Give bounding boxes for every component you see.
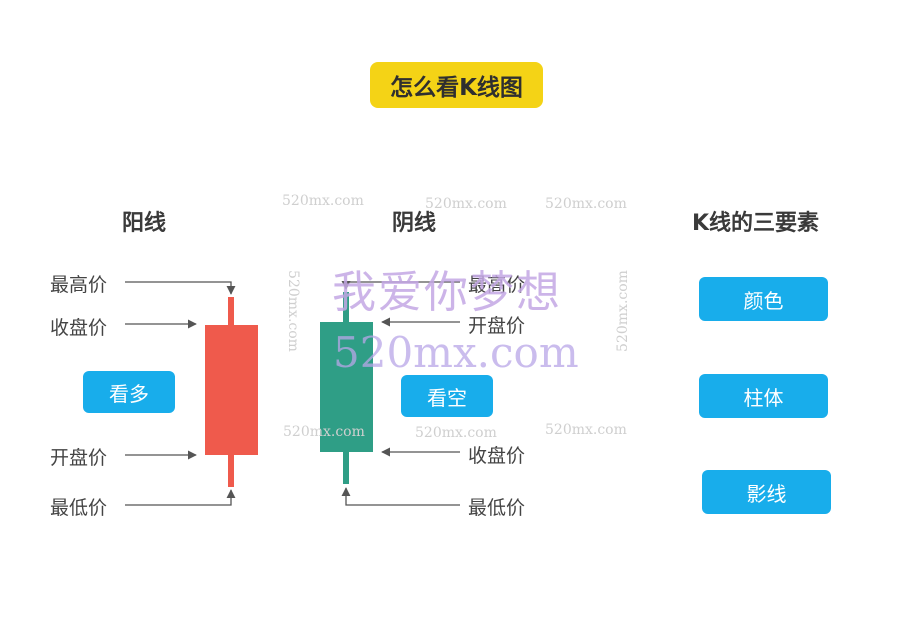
yin-upper-shadow xyxy=(343,292,349,324)
elements-heading: K线的三要素 xyxy=(692,211,820,236)
yang-close-label: 收盘价 xyxy=(50,317,108,339)
bullish-badge: 看多 xyxy=(83,371,175,413)
yang-low-label: 最低价 xyxy=(50,497,108,519)
element-shadow: 影线 xyxy=(702,470,831,514)
yang-body xyxy=(205,325,258,455)
watermark-big-url: 520mx.com xyxy=(333,328,579,377)
yang-low-arrow xyxy=(125,489,236,506)
yang-heading: 阳线 xyxy=(122,211,167,236)
yin-lower-shadow xyxy=(343,450,349,484)
watermark-vertical: 520mx.com xyxy=(614,270,631,352)
watermark-small: 520mx.com xyxy=(415,425,497,441)
yang-candle xyxy=(205,297,258,487)
yang-lower-shadow xyxy=(228,453,234,487)
yang-high-arrow xyxy=(125,281,236,295)
bearish-badge: 看空 xyxy=(401,375,493,417)
watermark-small: 520mx.com xyxy=(282,193,364,209)
yin-low-arrow xyxy=(341,487,460,506)
yang-upper-shadow xyxy=(228,297,234,327)
yin-high-arrow xyxy=(341,280,460,290)
watermark-small: 520mx.com xyxy=(545,196,627,212)
watermark-small: 520mx.com xyxy=(545,422,627,438)
diagram-title: 怎么看K线图 xyxy=(370,62,543,108)
yin-low-label: 最低价 xyxy=(468,497,526,519)
element-body: 柱体 xyxy=(699,374,828,418)
yang-open-label: 开盘价 xyxy=(50,447,108,469)
yin-heading: 阴线 xyxy=(392,211,437,236)
yin-close-label: 收盘价 xyxy=(468,445,526,467)
watermark-small: 520mx.com xyxy=(283,424,365,440)
yin-open-label: 开盘价 xyxy=(468,315,526,337)
yin-high-label: 最高价 xyxy=(468,274,526,296)
watermark-vertical: 520mx.com xyxy=(284,270,301,352)
yin-body xyxy=(320,322,373,452)
element-color: 颜色 xyxy=(699,277,828,321)
watermark-small: 520mx.com xyxy=(425,196,507,212)
yin-candle xyxy=(320,292,373,484)
watermark-big-cn: 我爱你梦想 xyxy=(332,267,562,318)
yang-high-label: 最高价 xyxy=(50,274,108,296)
